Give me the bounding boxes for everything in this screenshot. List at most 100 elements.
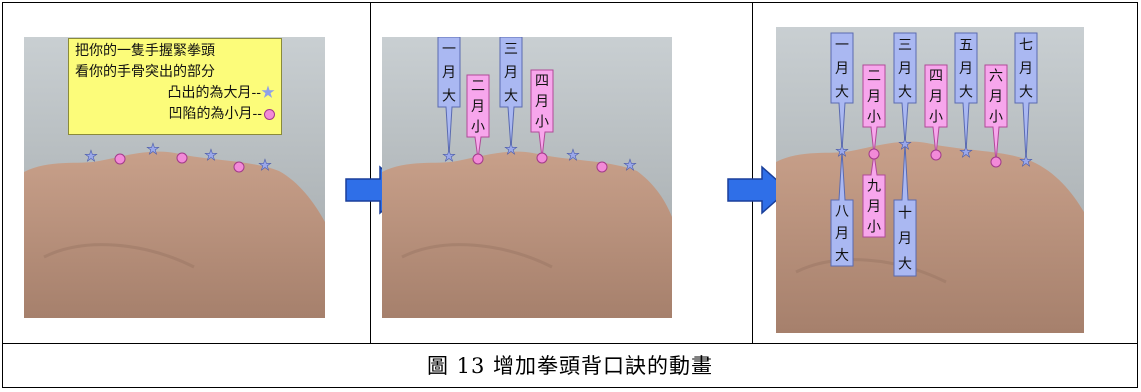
month-tag-shape [499, 37, 523, 150]
month-tag-char: 大 [959, 84, 973, 100]
star-icon: ★ [146, 140, 159, 158]
month-tag-shape [893, 143, 917, 277]
month-tag-char: 九 [867, 178, 881, 194]
fist-photo-2 [382, 37, 672, 318]
month-tag-shape [893, 32, 917, 145]
month-tag-char: 二 [867, 68, 881, 84]
panel-mnemonic-full: 一月大二月小三月大四月小五月大六月小七月大八月大九月小十月大★★★★ [776, 27, 1084, 333]
month-tag: 二月小 [862, 64, 886, 155]
note-line-4: 凹陷的為小月-- [75, 104, 275, 125]
circle-icon [990, 156, 1002, 168]
month-tag-char: 六 [989, 68, 1003, 84]
note-line-4-text: 凹陷的為小月-- [168, 106, 262, 122]
month-tag-char: 月 [835, 61, 849, 77]
month-tag-char: 一 [835, 38, 849, 54]
month-tag-char: 月 [471, 99, 485, 115]
month-tag-char: 大 [442, 88, 456, 104]
month-tag-char: 大 [835, 84, 849, 100]
month-tag-shape [530, 69, 554, 159]
month-tag-char: 月 [835, 226, 849, 242]
month-tag-shape [830, 150, 854, 267]
circle-icon [176, 152, 188, 164]
month-tag-char: 月 [504, 65, 518, 81]
month-tag-char: 月 [1019, 61, 1033, 77]
circle-icon [930, 149, 942, 161]
circle-icon [264, 108, 275, 120]
month-tag-char: 十 [898, 206, 912, 222]
note-line-1: 把你的一隻手握緊拳頭 [75, 43, 215, 59]
month-tag-char: 四 [929, 68, 943, 84]
month-tag-shape [830, 32, 854, 152]
month-tag-shape [862, 64, 886, 155]
circle-icon [868, 148, 880, 160]
month-tag-char: 大 [1019, 84, 1033, 100]
month-tag-char: 月 [898, 61, 912, 77]
month-tag-char: 八 [835, 204, 849, 220]
month-tag: 三月大 [893, 32, 917, 145]
month-tag: 八月大 [830, 150, 854, 267]
star-icon: ★ [504, 140, 517, 158]
month-tag-char: 月 [535, 94, 549, 110]
month-tag-shape [1014, 32, 1038, 162]
circle-icon [596, 161, 608, 173]
month-tag: 一月大 [830, 32, 854, 152]
month-tag: 四月小 [924, 64, 948, 156]
month-tag-char: 大 [835, 248, 849, 264]
month-tag-shape [466, 74, 490, 160]
month-tag-char: 大 [898, 84, 912, 100]
note-line-2: 看你的手骨突出的部分 [75, 64, 215, 80]
month-tag-char: 五 [959, 38, 973, 54]
star-icon: ★ [959, 143, 972, 161]
month-tag-char: 小 [989, 110, 1003, 126]
star-icon: ★ [623, 156, 636, 174]
month-tag-char: 七 [1019, 38, 1033, 54]
month-tag-char: 大 [898, 256, 912, 272]
month-tag-char: 四 [535, 73, 549, 89]
month-tag-char: 三 [504, 42, 518, 58]
star-icon: ★ [1019, 152, 1032, 170]
star-icon: ★ [261, 85, 275, 101]
month-tag-char: 月 [929, 89, 943, 105]
star-icon: ★ [898, 135, 911, 153]
month-tag-char: 月 [867, 89, 881, 105]
month-tag-char: 二 [471, 78, 485, 94]
month-tag-char: 月 [989, 89, 1003, 105]
divider-2 [752, 2, 753, 344]
month-tag: 十月大 [893, 143, 917, 277]
month-tag-shape [984, 64, 1008, 163]
month-tag-char: 小 [929, 110, 943, 126]
month-tag-char: 小 [471, 120, 485, 136]
circle-icon [472, 153, 484, 165]
month-tag-char: 月 [867, 199, 881, 215]
month-tag-char: 小 [535, 115, 549, 131]
month-tag-char: 一 [442, 42, 456, 58]
star-icon: ★ [204, 146, 217, 164]
figure-caption: 圖 13 增加拳頭背口訣的動畫 [426, 354, 714, 378]
caption-divider [2, 343, 1138, 344]
instruction-note: 把你的一隻手握緊拳頭 看你的手骨突出的部分 凸出的為大月--★ 凹陷的為小月-- [68, 38, 282, 135]
month-tag: 三月大 [499, 37, 523, 150]
star-icon: ★ [566, 146, 579, 164]
month-tag-char: 大 [504, 88, 518, 104]
month-tag: 七月大 [1014, 32, 1038, 162]
month-tag-shape [862, 153, 886, 238]
panel-mnemonic-first: 一月大二月小三月大四月小★★★★ [382, 37, 672, 318]
month-tag-shape [924, 64, 948, 156]
star-icon: ★ [835, 142, 848, 160]
month-tag: 五月大 [954, 32, 978, 153]
month-tag-shape [437, 37, 461, 157]
star-icon: ★ [84, 147, 97, 165]
month-tag: 二月小 [466, 74, 490, 160]
month-tag-char: 小 [867, 110, 881, 126]
panel-instruction: 把你的一隻手握緊拳頭 看你的手骨突出的部分 凸出的為大月--★ 凹陷的為小月--… [24, 37, 325, 318]
arrow-right-icon [727, 165, 790, 215]
star-icon: ★ [442, 147, 455, 165]
circle-icon [233, 161, 245, 173]
month-tag: 四月小 [530, 69, 554, 159]
month-tag: 一月大 [437, 37, 461, 157]
star-icon: ★ [258, 156, 271, 174]
month-tag-char: 三 [898, 38, 912, 54]
